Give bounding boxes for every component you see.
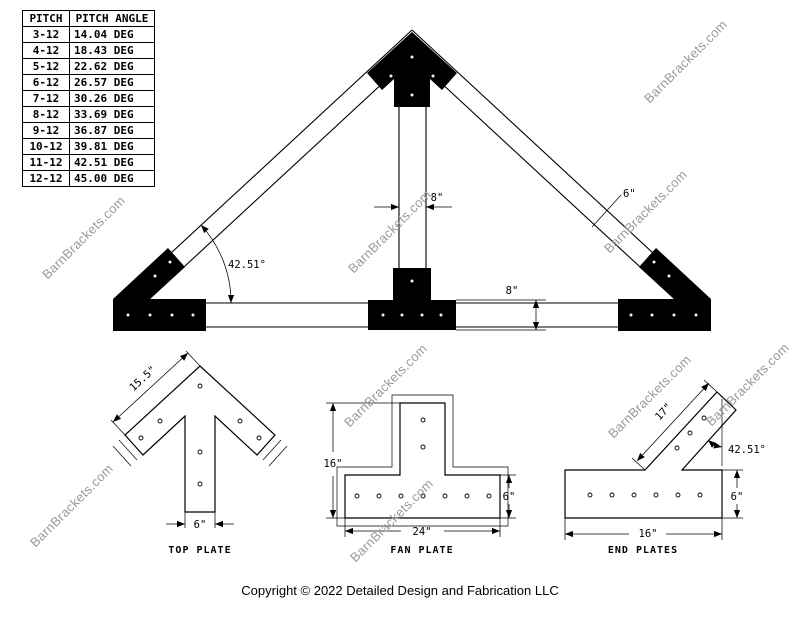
angle-value: 42.51 DEG <box>69 154 155 171</box>
bracket-bolt-holes <box>126 55 698 317</box>
pitch-value: 10-12 <box>22 138 70 155</box>
angle-value: 14.04 DEG <box>69 26 155 43</box>
fan-plate-title: FAN PLATE <box>390 545 453 556</box>
end-plates-title: END PLATES <box>608 545 678 556</box>
pitch-value: 9-12 <box>22 122 70 139</box>
width-dimension: 24" <box>413 526 432 538</box>
right-corner-bracket <box>618 248 711 331</box>
center-bracket <box>368 268 456 330</box>
pitch-value: 12-12 <box>22 170 70 187</box>
plate-height-dimension: 6" <box>503 491 516 503</box>
apex-bracket <box>367 32 457 107</box>
copyright-line: Copyright © 2022 Detailed Design and Fab… <box>241 583 559 598</box>
arm-length-dimension: 17" <box>653 401 675 423</box>
fan-plate-dimensions: 16" 24" 6" <box>324 402 516 538</box>
table-header-row: PITCH PITCH ANGLE <box>22 10 155 27</box>
break-marks <box>112 439 288 467</box>
rafter-width-dimension: 6" <box>623 188 636 200</box>
edge-length-dimension: 15.5" <box>127 364 158 394</box>
stem-width-dimension: 6" <box>194 519 207 531</box>
post-width-dimension: 8" <box>431 192 444 204</box>
pitch-column-header: PITCH <box>22 10 70 27</box>
angle-dimension: 42.51° <box>728 444 766 456</box>
pitch-angle-dimension: 42.51° <box>228 259 266 271</box>
left-corner-bracket <box>113 248 206 331</box>
fan-plate-detail: 16" 24" 6" FAN PLATE <box>324 394 516 556</box>
truss-diagram: 8" 8" 6" 42.51° <box>113 29 711 331</box>
height-dimension: 16" <box>324 458 343 470</box>
plate-height-dimension: 6" <box>731 491 744 503</box>
angle-value: 45.00 DEG <box>69 170 155 187</box>
end-plates-dimensions: 17" 42.51° 6" 16" <box>564 379 766 540</box>
fan-plate-outline <box>344 402 501 519</box>
chord-height-dimension: 8" <box>506 285 519 297</box>
end-plates-detail: 17" 42.51° 6" 16" END PLATES <box>564 379 766 556</box>
truss-dimensions: 8" 8" 6" 42.51° <box>200 188 636 331</box>
top-plate-detail: 15.5" 6" TOP PLATE <box>110 350 288 556</box>
pitch-value: 4-12 <box>22 42 70 59</box>
bolt-holes <box>354 417 492 499</box>
pitch-value: 5-12 <box>22 58 70 75</box>
width-dimension: 16" <box>639 528 658 540</box>
top-plate-title: TOP PLATE <box>168 545 231 556</box>
angle-value: 18.43 DEG <box>69 42 155 59</box>
angle-value: 30.26 DEG <box>69 90 155 107</box>
timber-outline <box>336 394 509 527</box>
